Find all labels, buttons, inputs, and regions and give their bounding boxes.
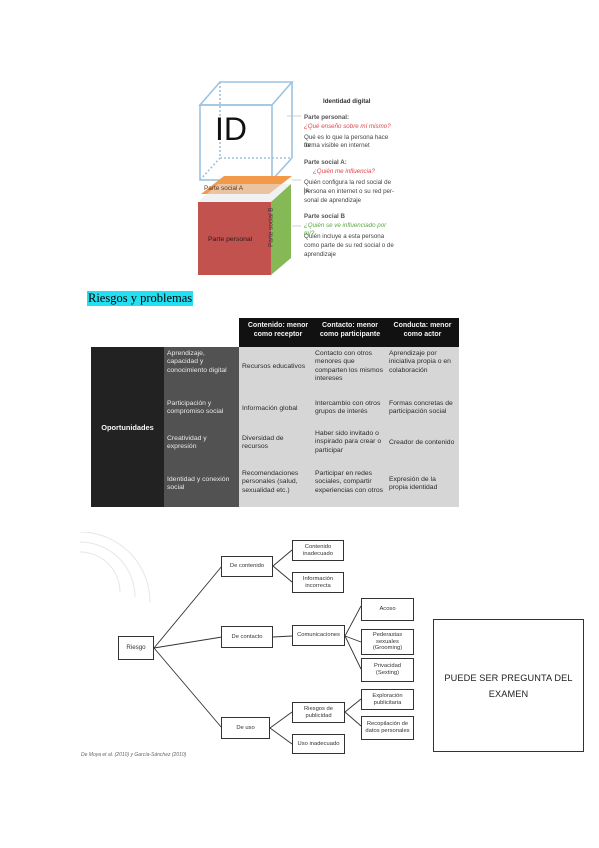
node-riesgos-publicidad: Riesgos de publicidad	[292, 702, 345, 723]
social-a-heading: Parte social A:	[304, 159, 347, 166]
table-cell: Haber sido invitado o inspirado para cre…	[312, 427, 386, 467]
social-a-question: ¿Quién me influencia?	[313, 168, 375, 175]
personal-desc-1: Qué es lo que la persona hace de	[304, 134, 389, 150]
row-label: Identidad y conexión social	[164, 467, 239, 507]
box-personal-label: Parte personal	[208, 236, 253, 243]
social-a-desc-2: persona en internet o su red per-	[304, 188, 395, 195]
table-cell: Participar en redes sociales, compartir …	[312, 467, 386, 507]
personal-heading: Parte personal:	[304, 114, 350, 121]
table-cell: Recursos educativos	[239, 347, 312, 397]
box-social-a-label: Parte social A	[204, 185, 244, 192]
social-a-desc-1: Quién configura la red social de la	[304, 179, 392, 195]
table-cell: Diversidad de recursos	[239, 427, 312, 467]
side-label-oportunidades: Oportunidades	[91, 347, 164, 507]
tree-connectors	[80, 532, 362, 745]
node-de-contenido: De contenido	[221, 556, 273, 577]
identity-cube-graphic	[198, 81, 301, 275]
col-header-conducta: Conducta: menor como actor	[386, 318, 459, 347]
node-acoso: Acoso	[361, 598, 414, 621]
node-informacion-incorrecta: Información incorrecta	[292, 572, 344, 593]
box-social-b-label: Parte social B	[267, 207, 275, 247]
table-cell: Aprendizaje por iniciativa propia o en c…	[386, 347, 459, 397]
social-b-desc-1: Quién incluye a esta persona	[304, 233, 385, 240]
identity-figure: ID Parte social A Parte personal Parte s…	[191, 76, 395, 281]
row-label: Aprendizaje, capacidad y conocimiento di…	[164, 347, 239, 397]
node-grooming: Pederastas sexuales (Grooming)	[361, 629, 414, 655]
node-contenido-inadecuado: Contenido inadecuado	[292, 540, 344, 561]
table-cell: Creador de contenido	[386, 427, 459, 467]
table-cell: Expresión de la propia identidad	[386, 467, 459, 507]
col-header-contacto: Contacto: menor como participante	[312, 318, 388, 347]
table-cell: Información global	[239, 397, 312, 427]
table-cell: Intercambio con otros grupos de interés	[312, 397, 386, 427]
exam-note-box: PUEDE SER PREGUNTA DEL EXAMEN	[433, 619, 584, 752]
node-de-uso: De uso	[221, 717, 270, 739]
node-uso-inadecuado: Uso inadecuado	[292, 734, 345, 754]
social-b-question: ¿Quién se ve influenciado por mí?	[304, 222, 387, 238]
node-comunicaciones: Comunicaciones	[292, 625, 345, 646]
table-cell: Contacto con otros menores que comparten…	[312, 347, 386, 397]
social-b-desc-3: aprendizaje	[304, 251, 336, 258]
opportunities-table: Contenido: menor como receptor Contacto:…	[91, 318, 459, 507]
row-label: Participación y compromiso social	[164, 397, 239, 427]
personal-question: ¿Qué enseño sobre mí mismo?	[304, 123, 391, 130]
node-recopilacion-datos: Recopilación de datos personales	[361, 716, 414, 740]
node-de-contacto: De contacto	[221, 626, 273, 648]
col-header-contenido: Contenido: menor como receptor	[239, 318, 317, 347]
diagram-credit: De Moya et al. (2010) y García-Sánchez (…	[81, 752, 187, 758]
node-sexting: Privacidad (Sexting)	[361, 658, 414, 682]
id-cube-label: ID	[215, 111, 247, 147]
identity-title: Identidad digital	[323, 98, 371, 105]
social-b-desc-2: como parte de su red social o de	[304, 242, 394, 249]
table-cell: Recomendaciones personales (salud, sexua…	[239, 467, 312, 507]
social-b-heading: Parte social B	[304, 213, 345, 220]
node-exploracion-publicitaria: Exploración publicitaria	[361, 689, 414, 710]
row-label: Creatividad y expresión	[164, 427, 239, 467]
section-heading: Riesgos y problemas	[87, 291, 194, 306]
social-a-desc-3: sonal de aprendizaje	[304, 197, 362, 204]
risk-tree-diagram: Riesgo De contenido Contenido inadecuado…	[80, 532, 420, 760]
table-cell: Formas concretas de participación social	[386, 397, 459, 427]
personal-desc-2: forma visible en internet	[304, 142, 370, 149]
node-riesgo: Riesgo	[118, 636, 154, 660]
